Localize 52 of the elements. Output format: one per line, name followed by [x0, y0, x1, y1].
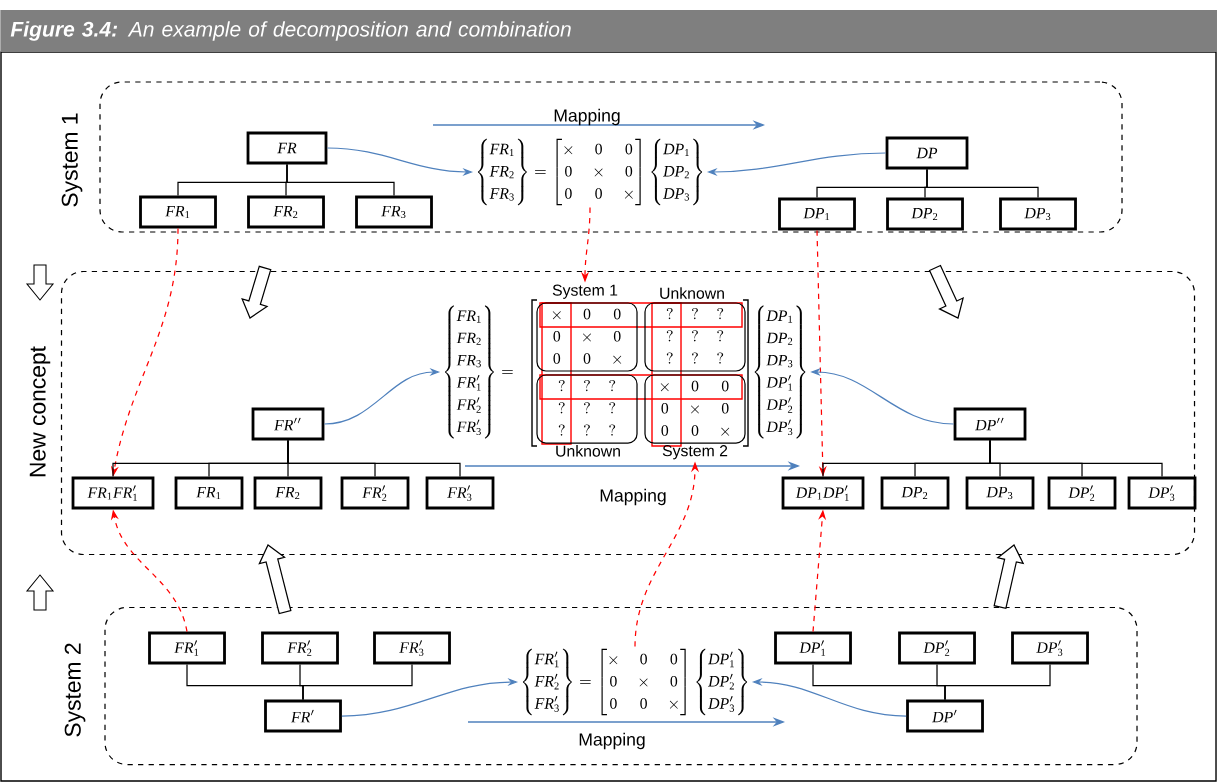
label-box: $DP$ [885, 136, 969, 170]
block-arrow [928, 264, 965, 319]
node-label: System 2 [64, 643, 86, 737]
label-box: $DP'$ [906, 699, 984, 733]
label-box: $FR'_3$ [373, 631, 451, 665]
label-box: $DP'_1$ [774, 631, 852, 665]
label-box: $DP_1$ [778, 197, 856, 231]
label-box: $FR_1FR'_1$ [71, 476, 155, 510]
label-box: $FR_2$ [247, 195, 325, 229]
connector-line [944, 663, 1051, 701]
label-box: $FR_2$ [253, 476, 323, 510]
label-box: $DP_2$ [886, 197, 964, 231]
label-box: $DP''$ [953, 407, 1027, 441]
matrix-equation: $\left\{\begin{matrix}FR_1\\FR_2\\FR_3\\FR'_1\\FR'_2\\FR'_3\end{matrix}\right\}=$ [445, 305, 513, 439]
matrix-equation: $\begin{Bmatrix}FR_1\\FR_2\\FR_3\end{Bmatrix}=\begin{bmatrix}\times&0&0\\0&\times&0\\0&0&\times\end{bmatrix}\begin{Bmatrix}DP_1\\DP_2\\DP_3\end{Bmatrix}$ [477, 138, 703, 206]
matrix-equation: $\left\{\begin{matrix}DP_1\\DP_2\\DP_3\\DP'_1\\DP'_2\\DP'_3\end{matrix}\right\}$ [754, 305, 806, 439]
connector-line [302, 663, 413, 701]
connector-line [926, 168, 1039, 199]
block-caption: Unknown [556, 445, 620, 457]
connector-line [286, 163, 395, 197]
connector-line [287, 439, 461, 478]
node-label: System 1 [61, 113, 83, 207]
label-box: $FR'$ [264, 699, 342, 733]
label-box: $FR'_2$ [261, 631, 339, 665]
mapping-label: Mapping [600, 488, 666, 506]
block-caption: Unknown [660, 287, 724, 299]
label-box: $FR_1$ [174, 476, 244, 510]
label-box: $FR'_1$ [148, 631, 226, 665]
label-box: $FR$ [246, 131, 328, 165]
label-box: $FR'_3$ [425, 476, 495, 510]
label-box: $FR'_2$ [340, 476, 410, 510]
node-label: New concept [29, 346, 51, 477]
label-box: $FR''$ [251, 407, 325, 441]
label-box: $FR_3$ [355, 195, 433, 229]
label-box: $DP_3$ [965, 476, 1035, 510]
block-arrow [258, 544, 292, 615]
title-bar: Figure 3.4: An example of decomposition and combination [0, 10, 1217, 52]
block-arrow [241, 265, 272, 319]
mapping-label: Mapping [554, 108, 620, 126]
label-box: $FR_1$ [139, 195, 217, 229]
mapping-label: Mapping [579, 732, 645, 750]
label-box: $DP_1DP'_1$ [781, 476, 865, 510]
block-caption: System 2 [662, 445, 728, 460]
label-box: $DP'_3$ [1011, 631, 1089, 665]
label-box: $DP'_2$ [898, 631, 976, 665]
connector-line [989, 439, 1163, 478]
label-box: $DP_2$ [880, 476, 950, 510]
label-box: $DP'_3$ [1127, 476, 1197, 510]
matrix-equation: $\begin{Bmatrix}FR'_1\\FR'_2\\FR'_3\end{Bmatrix}=\begin{bmatrix}\times&0&0\\0&\times&0\\0&0&\times\end{bmatrix}\begin{Bmatrix}DP'_1\\DP'_2\\DP'_3\end{Bmatrix}$ [522, 648, 748, 716]
label-box: $DP'_2$ [1047, 476, 1117, 510]
block-caption: System 1 [552, 284, 618, 299]
label-box: $DP_3$ [999, 197, 1077, 231]
